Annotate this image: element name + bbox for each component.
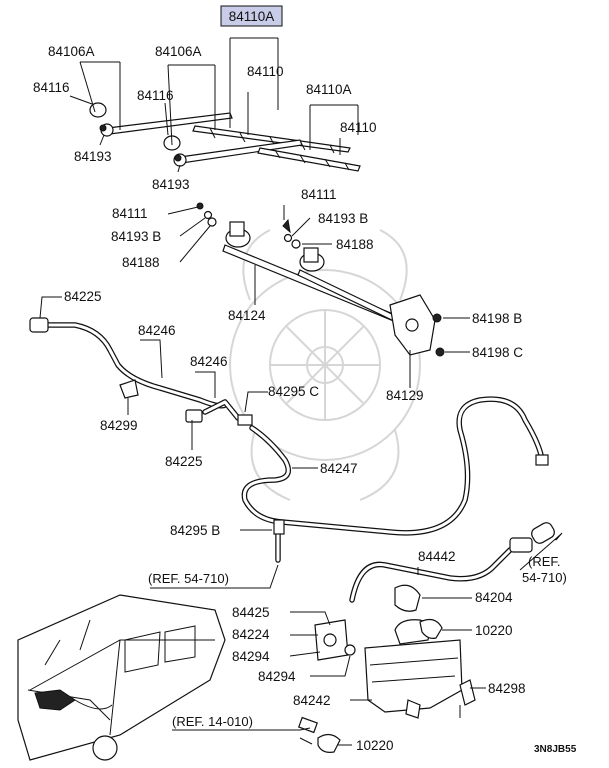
label-84294-lower: 84294	[258, 669, 296, 684]
label-84225-top: 84225	[64, 289, 102, 304]
part-labels: 84110A 84106A 84106A 84116 84116 84110 8…	[33, 9, 577, 755]
label-84106a-right: 84106A	[155, 44, 202, 59]
label-84204: 84204	[475, 590, 513, 605]
label-84295b: 84295 B	[170, 523, 220, 538]
label-84124: 84124	[228, 308, 266, 323]
vehicle-sketch	[17, 594, 226, 761]
label-84198b: 84198 B	[472, 311, 522, 326]
label-84188-right: 84188	[336, 237, 374, 252]
label-84110-right: 84110	[340, 120, 377, 135]
label-84224: 84224	[232, 627, 270, 642]
watermark-emblem	[229, 229, 421, 501]
label-84110-upper: 84110	[247, 64, 284, 79]
label-84110a-right: 84110A	[306, 82, 352, 97]
label-84295c: 84295 C	[268, 384, 319, 399]
label-84193b-right: 84193 B	[318, 211, 368, 226]
diagram-code: 3N8JB55	[534, 744, 577, 755]
label-10220-lower: 10220	[356, 738, 394, 753]
ref-14-010: (REF. 14-010)	[172, 714, 253, 729]
label-84188-left: 84188	[122, 255, 160, 270]
ref-54-710-left: (REF. 54-710)	[148, 571, 229, 586]
label-84242: 84242	[293, 693, 331, 708]
label-84425: 84425	[232, 605, 270, 620]
label-84299: 84299	[100, 418, 138, 433]
label-84294-left: 84294	[232, 649, 270, 664]
label-84193-left: 84193	[74, 149, 112, 164]
label-84225-lower: 84225	[165, 454, 203, 469]
label-84106a-left: 84106A	[48, 44, 95, 59]
label-84116-left: 84116	[33, 80, 70, 95]
highlight-box	[220, 5, 283, 27]
leader-lines	[39, 37, 563, 746]
label-84246-left: 84246	[138, 323, 176, 338]
label-84193-right: 84193	[152, 177, 190, 192]
label-10220-right: 10220	[475, 623, 513, 638]
washer-tank-assembly	[298, 584, 476, 753]
washer-hoses	[29, 317, 555, 603]
label-84110a-top: 84110A	[229, 9, 275, 24]
label-84298: 84298	[488, 681, 526, 696]
label-84193b-left: 84193 B	[111, 229, 161, 244]
label-84111-left: 84111	[112, 206, 148, 221]
wiper-arm-blade-assembly	[89, 102, 361, 172]
wiper-linkage	[196, 202, 445, 357]
label-84116-right: 84116	[137, 88, 174, 103]
label-84246-right: 84246	[190, 354, 228, 369]
label-84442: 84442	[418, 549, 456, 564]
label-84198c: 84198 C	[472, 345, 523, 360]
label-84111-right: 84111	[301, 187, 337, 202]
ref-54-710-right-line2: 54-710)	[522, 570, 567, 585]
label-84247: 84247	[320, 461, 358, 476]
ref-54-710-right-line1: (REF.	[528, 554, 561, 569]
label-84129: 84129	[386, 388, 424, 403]
